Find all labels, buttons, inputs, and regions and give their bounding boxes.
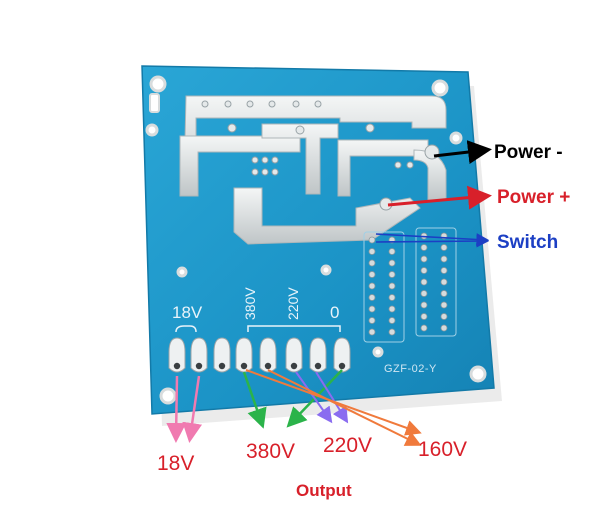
ic-pin <box>368 305 376 313</box>
mounting-holes <box>145 75 487 405</box>
ic-pins <box>368 232 448 336</box>
silkscreen: 18V 380V 220V 0 GZF-02-Y <box>172 287 437 375</box>
ic-pin <box>440 301 448 309</box>
callout-arrows <box>375 140 492 248</box>
arrow-18v-a <box>166 375 187 443</box>
ic-pin <box>440 267 448 274</box>
ic-pin <box>368 294 376 301</box>
switch-arrow-2 <box>375 234 490 248</box>
terminal-pin <box>213 337 231 373</box>
terminal-pin <box>285 337 303 373</box>
ic-pin <box>420 313 428 320</box>
terminal-pin <box>190 337 208 373</box>
terminal-pin <box>168 337 186 373</box>
output-label-160v: 160V <box>418 438 467 461</box>
switch-arrow-1 <box>375 233 490 246</box>
arrow-220v-a <box>295 371 333 424</box>
ic-pin <box>420 278 428 286</box>
output-title: Output <box>296 481 352 500</box>
ic-pin <box>440 324 448 332</box>
ic-pin <box>388 259 396 267</box>
terminal-pin <box>259 337 277 373</box>
ic-pin <box>440 278 448 286</box>
ic-pin <box>440 255 448 263</box>
ic-pin <box>368 282 376 290</box>
arrow-220v-b <box>315 371 349 424</box>
arrow-18v-b <box>182 375 203 443</box>
ic-pin <box>388 282 396 290</box>
output-label-220v: 220V <box>323 434 372 457</box>
ic-pin <box>368 271 376 278</box>
arrow-160v-b <box>267 369 422 446</box>
ic-pin <box>368 236 376 244</box>
silk-label-220v: 220V <box>285 287 301 320</box>
ic-pin <box>420 324 428 332</box>
ic-pin <box>368 317 376 324</box>
ic-pin <box>420 267 428 274</box>
ic-pin <box>440 313 448 320</box>
ic-pin <box>388 248 396 255</box>
ic-pin <box>368 328 376 336</box>
output-arrows <box>166 369 422 446</box>
terminal-pin <box>235 337 253 373</box>
ic-pad-grid <box>363 227 457 343</box>
ic-pin <box>388 294 396 301</box>
board-marking: GZF-02-Y <box>384 363 437 375</box>
terminal-pins <box>168 337 351 373</box>
terminal-pin <box>333 337 351 373</box>
arrow-380v-a <box>242 371 267 429</box>
ic-pin <box>420 290 428 297</box>
terminal-pin <box>309 337 327 373</box>
callout-power-plus: Power + <box>497 187 570 208</box>
ic-pin <box>388 328 396 336</box>
callout-switch: Switch <box>497 232 558 253</box>
output-label-380v: 380V <box>246 440 295 463</box>
ic-pin <box>388 305 396 313</box>
ic-pin <box>420 301 428 309</box>
ic-pin <box>368 259 376 267</box>
silk-label-18v: 18V <box>172 303 203 322</box>
ic-pin <box>368 248 376 255</box>
silk-label-0: 0 <box>330 303 339 322</box>
ic-pin <box>388 271 396 278</box>
power-plus-arrow <box>387 185 492 210</box>
power-minus-arrow <box>433 140 492 164</box>
silk-label-380v: 380V <box>242 287 258 320</box>
callout-power-minus: Power - <box>494 142 563 163</box>
ic-pin <box>420 244 428 251</box>
output-label-18v: 18V <box>157 452 194 475</box>
ic-pin <box>440 290 448 297</box>
arrow-380v-b <box>286 369 343 428</box>
ic-pin <box>440 244 448 251</box>
ic-pin <box>420 255 428 263</box>
ic-pin <box>388 317 396 324</box>
